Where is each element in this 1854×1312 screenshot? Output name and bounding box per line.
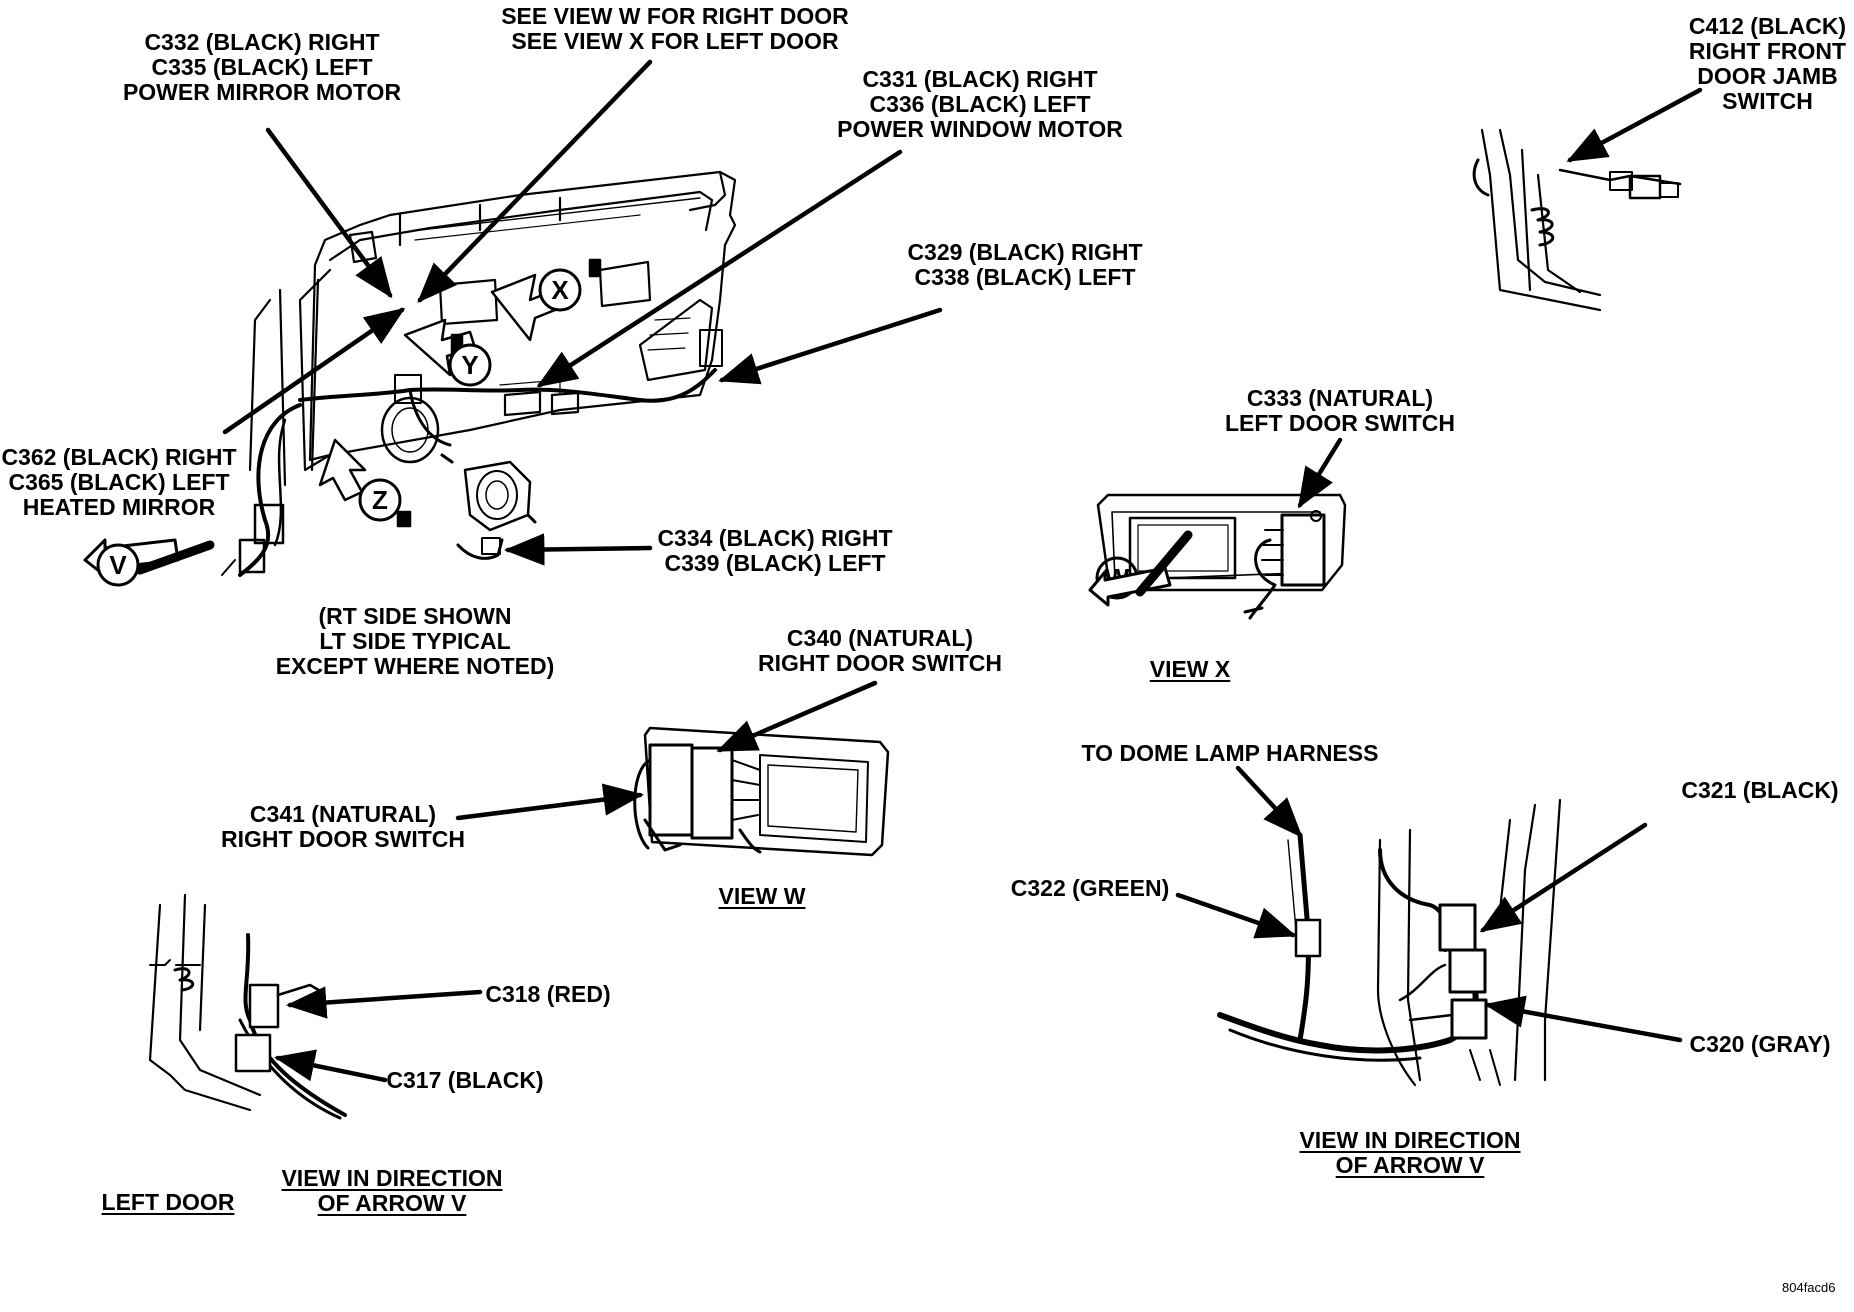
label-c317: C317 (BLACK) xyxy=(385,1068,545,1093)
arrow-letter-v: V xyxy=(109,550,127,580)
label-line: C333 (NATURAL) xyxy=(1246,385,1434,411)
label-line: POWER MIRROR MOTOR xyxy=(122,79,402,105)
label-view-v-right: VIEW IN DIRECTION OF ARROW V xyxy=(1290,1128,1530,1178)
label-c334: C334 (BLACK) RIGHT C339 (BLACK) LEFT xyxy=(650,526,900,576)
label-line: C332 (BLACK) RIGHT xyxy=(144,29,380,55)
label-view-v-left: VIEW IN DIRECTION OF ARROW V xyxy=(272,1166,512,1216)
label-line: (RT SIDE SHOWN xyxy=(318,603,512,629)
door-jamb-switch-drawing xyxy=(1472,128,1682,312)
label-line: C339 (BLACK) LEFT xyxy=(664,550,886,576)
arrow-letter-y: Y xyxy=(461,350,478,380)
label-line: C317 (BLACK) xyxy=(386,1067,544,1093)
label-c412-door-jamb-switch: C412 (BLACK) RIGHT FRONT DOOR JAMB SWITC… xyxy=(1680,14,1854,114)
view-v-right-title-line: VIEW IN DIRECTION xyxy=(1299,1127,1521,1153)
label-c331-power-window-motor: C331 (BLACK) RIGHT C336 (BLACK) LEFT POW… xyxy=(830,67,1130,142)
label-line: C329 (BLACK) RIGHT xyxy=(907,239,1143,265)
label-c362-heated-mirror: C362 (BLACK) RIGHT C365 (BLACK) LEFT HEA… xyxy=(0,445,238,520)
label-c340-right-door-switch: C340 (NATURAL) RIGHT DOOR SWITCH xyxy=(755,626,1005,676)
label-line: SEE VIEW W FOR RIGHT DOOR xyxy=(501,3,849,29)
label-c322: C322 (GREEN) xyxy=(1000,876,1180,901)
label-line: DOOR JAMB xyxy=(1697,63,1838,89)
label-line: HEATED MIRROR xyxy=(22,494,216,520)
view-x-title: VIEW X xyxy=(1149,656,1231,682)
label-line: C334 (BLACK) RIGHT xyxy=(657,525,893,551)
label-line: RIGHT FRONT xyxy=(1688,38,1847,64)
view-x-drawing xyxy=(1088,493,1347,620)
label-line: C318 (RED) xyxy=(485,981,611,1007)
label-line: C341 (NATURAL) xyxy=(249,801,437,827)
label-c332-power-mirror-motor: C332 (BLACK) RIGHT C335 (BLACK) LEFT POW… xyxy=(112,30,412,105)
view-v-left-title-line: VIEW IN DIRECTION xyxy=(281,1165,503,1191)
label-line: LT SIDE TYPICAL xyxy=(319,628,511,654)
door-assembly-drawing xyxy=(221,170,737,577)
label-c321: C321 (BLACK) xyxy=(1670,778,1850,803)
label-line: SEE VIEW X FOR LEFT DOOR xyxy=(511,28,839,54)
label-line: C365 (BLACK) LEFT xyxy=(8,469,230,495)
label-line: C338 (BLACK) LEFT xyxy=(914,264,1136,290)
label-view-w: VIEW W xyxy=(712,884,812,909)
label-c341-right-door-switch: C341 (NATURAL) RIGHT DOOR SWITCH xyxy=(218,802,468,852)
label-line: EXCEPT WHERE NOTED) xyxy=(275,653,555,679)
arrow-letter-z: Z xyxy=(372,485,388,515)
label-c320: C320 (GRAY) xyxy=(1680,1032,1840,1057)
label-line: C331 (BLACK) RIGHT xyxy=(862,66,1098,92)
label-line: C340 (NATURAL) xyxy=(786,625,974,651)
arrow-letter-x: X xyxy=(551,275,569,305)
label-c318: C318 (RED) xyxy=(478,982,618,1007)
label-line: RIGHT DOOR SWITCH xyxy=(220,826,466,852)
right-door-view-drawing xyxy=(1217,798,1562,1087)
figure-code: 804facd6 xyxy=(1782,1280,1836,1295)
label-line: C322 (GREEN) xyxy=(1010,875,1170,901)
view-arrows xyxy=(83,258,602,580)
label-line: TO DOME LAMP HARNESS xyxy=(1081,740,1379,766)
label-dome-lamp-harness: TO DOME LAMP HARNESS xyxy=(1080,741,1380,766)
label-line: C335 (BLACK) LEFT xyxy=(151,54,373,80)
label-line: C412 (BLACK) xyxy=(1688,13,1847,39)
label-c333-left-door-switch: C333 (NATURAL) LEFT DOOR SWITCH xyxy=(1215,386,1465,436)
view-w-drawing xyxy=(633,726,890,857)
label-c329: C329 (BLACK) RIGHT C338 (BLACK) LEFT xyxy=(895,240,1155,290)
label-line: LEFT DOOR SWITCH xyxy=(1225,410,1455,436)
view-v-right-title-line: OF ARROW V xyxy=(1335,1152,1485,1178)
label-line: RIGHT DOOR SWITCH xyxy=(757,650,1003,676)
view-w-title: VIEW W xyxy=(718,883,806,909)
label-line: C320 (GRAY) xyxy=(1689,1031,1831,1057)
leader-arrows xyxy=(222,59,1703,1083)
label-left-door: LEFT DOOR xyxy=(98,1190,238,1215)
label-line: C321 (BLACK) xyxy=(1681,777,1839,803)
label-rt-side-note: (RT SIDE SHOWN LT SIDE TYPICAL EXCEPT WH… xyxy=(270,604,560,679)
label-line: C362 (BLACK) RIGHT xyxy=(1,444,237,470)
left-door-title: LEFT DOOR xyxy=(101,1189,235,1215)
label-view-x: VIEW X xyxy=(1140,657,1240,682)
view-v-left-title-line: OF ARROW V xyxy=(317,1190,467,1216)
label-line: SWITCH xyxy=(1722,88,1813,114)
label-line: C336 (BLACK) LEFT xyxy=(869,91,1091,117)
label-line: POWER WINDOW MOTOR xyxy=(837,116,1123,142)
left-door-view-drawing xyxy=(148,893,347,1120)
